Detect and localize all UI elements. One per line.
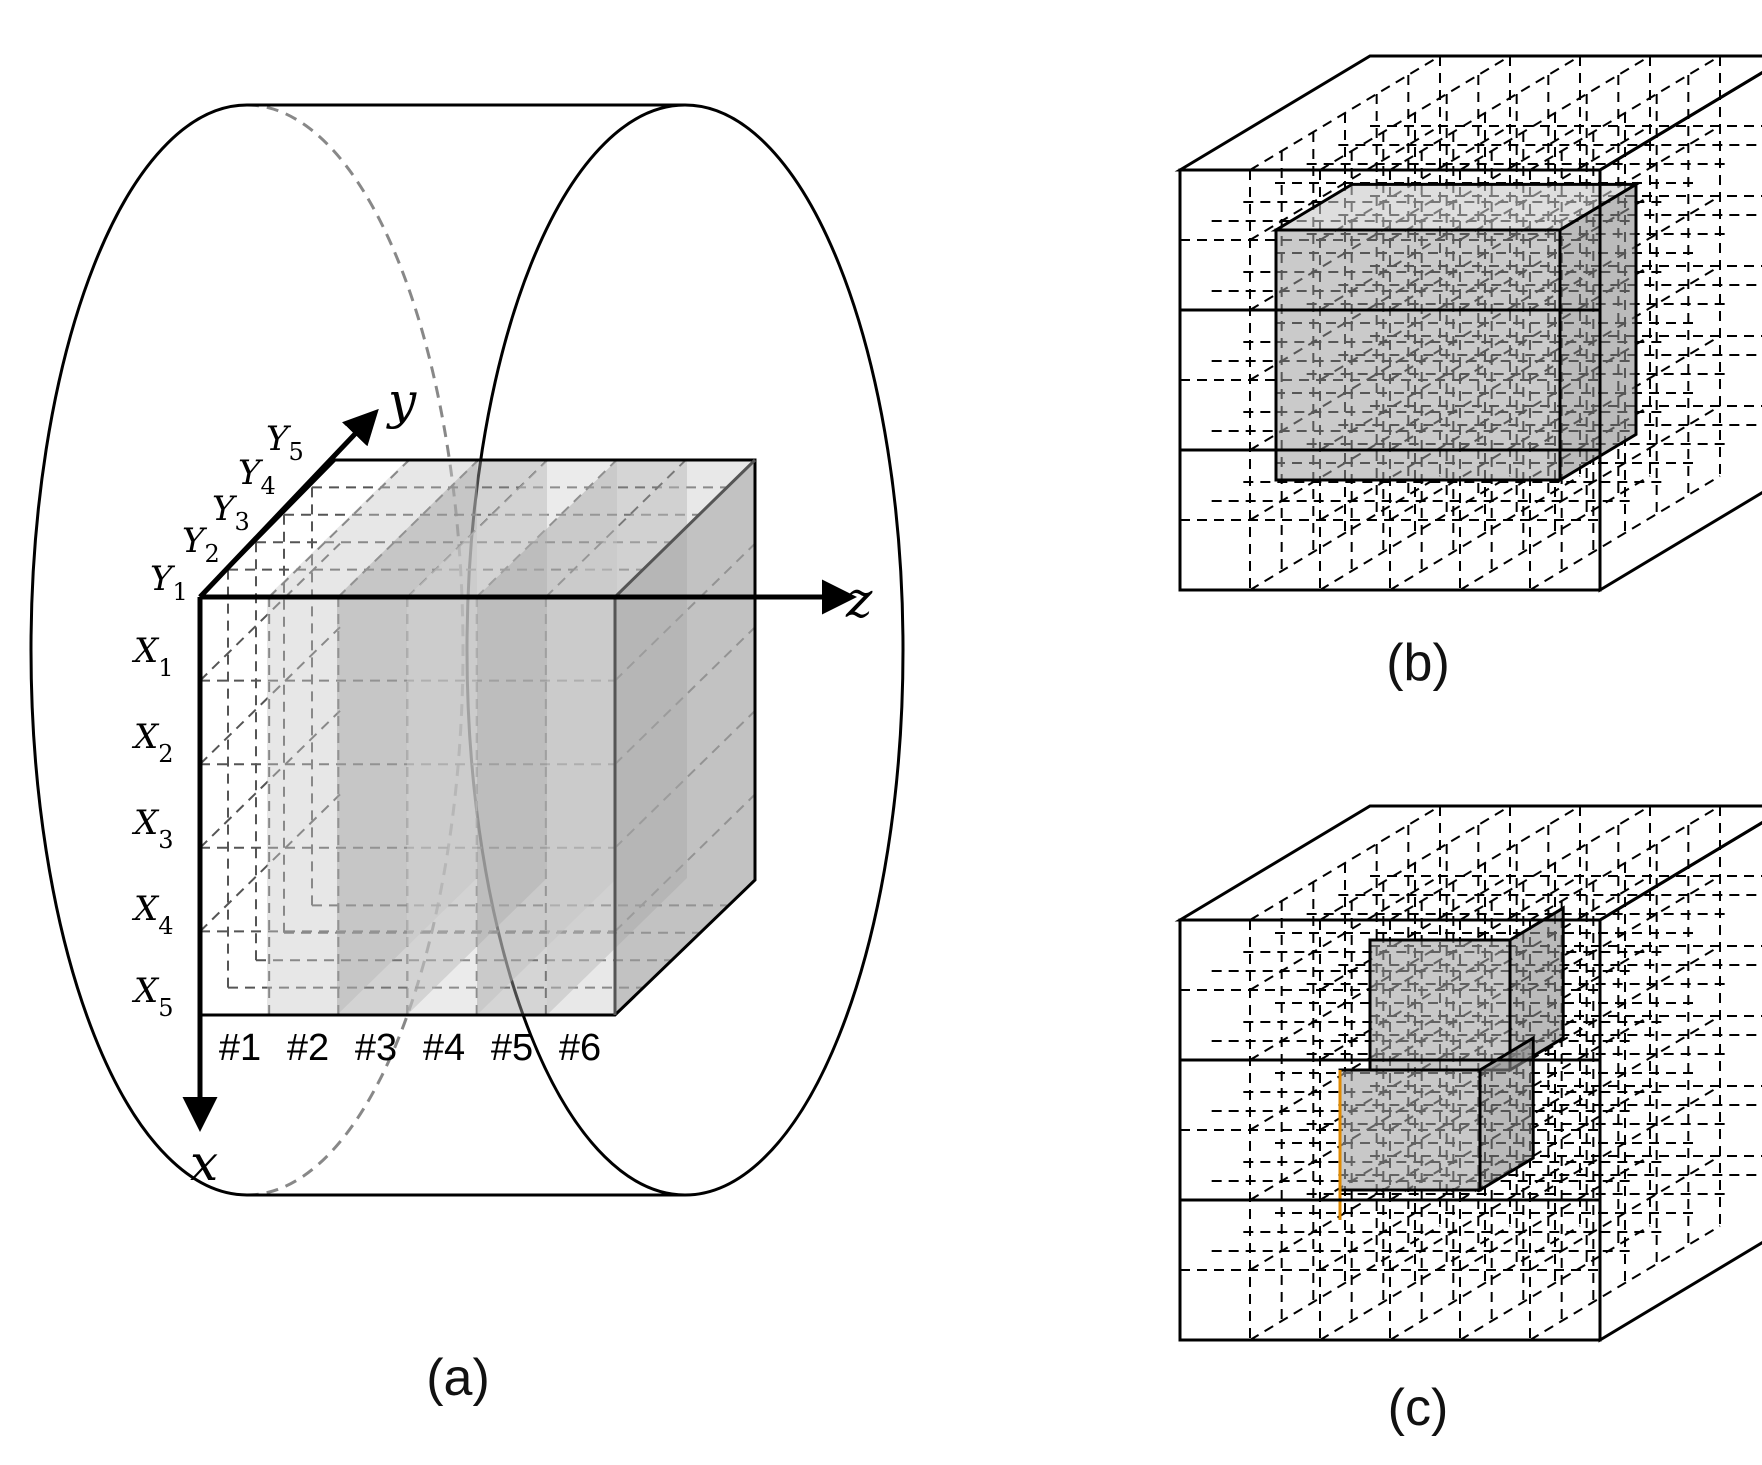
- grid-line: [1389, 475, 1581, 591]
- grid-line: [1319, 805, 1511, 921]
- block-top-right-edge: [613, 458, 757, 599]
- inner-block-front: [1368, 938, 1512, 1072]
- slab-labels: #1 #2 #3 #4 #5 #6: [219, 1027, 601, 1069]
- slab-group: [267, 460, 755, 1015]
- grid-line: [1529, 1155, 1721, 1271]
- grid-line: [1389, 805, 1581, 921]
- panel-b: (b): [1174, 54, 1762, 692]
- grid-line: [1529, 945, 1721, 1061]
- x-level-label: X2: [131, 717, 174, 768]
- inner-block-front: [1274, 228, 1562, 482]
- grid-line: [1249, 475, 1441, 591]
- slab-label: #4: [423, 1027, 465, 1069]
- cylinder: [29, 103, 905, 1197]
- grid-line: [1319, 55, 1511, 171]
- grid-line: [1249, 1155, 1441, 1271]
- y-level-label: Y4: [238, 453, 276, 500]
- y-level-label: Y2: [182, 521, 220, 568]
- grid-line: [1459, 805, 1651, 921]
- slab-label: #3: [355, 1027, 397, 1069]
- inner-block-right: [1478, 1035, 1535, 1193]
- caption-a: (a): [426, 1349, 490, 1407]
- grid-line: [1459, 1225, 1651, 1341]
- grid-line: [1249, 125, 1441, 241]
- cube-top-face: [1174, 54, 1762, 172]
- grid-line: [1319, 475, 1511, 591]
- grid-line: [1529, 55, 1721, 171]
- grid-line: [1319, 875, 1511, 991]
- grid-line: [1529, 475, 1721, 591]
- slab-label: #5: [491, 1027, 533, 1069]
- grid-line: [1459, 1155, 1651, 1271]
- grid-line: [1389, 1225, 1581, 1341]
- inner-block-right: [1558, 181, 1638, 483]
- caption-b: (b): [1386, 634, 1450, 692]
- slab-label: #6: [559, 1027, 601, 1069]
- slab-label: #2: [287, 1027, 329, 1069]
- x-level-label: X5: [131, 971, 174, 1022]
- grid-line: [1249, 55, 1441, 171]
- cylinder-back-left-arc: [29, 103, 248, 1197]
- grid-line: [1459, 55, 1651, 171]
- cube-c: [1174, 804, 1762, 1343]
- grid-line: [1249, 875, 1441, 991]
- caption-c: (c): [1388, 1379, 1449, 1437]
- x-level-label: X4: [131, 889, 174, 940]
- x-level-label: X1: [131, 631, 174, 682]
- y-axis-arrow: [198, 408, 379, 599]
- grid-line: [1319, 1225, 1511, 1341]
- grid-line: [1529, 405, 1721, 521]
- y-level-label: Y3: [212, 489, 250, 536]
- x-axis-label: x: [190, 1134, 218, 1192]
- cylinder-back-right-arc-hidden: [246, 103, 465, 1197]
- grid-line: [1389, 55, 1581, 171]
- panel-c: (c): [1174, 804, 1762, 1437]
- grid-line: [1529, 805, 1721, 921]
- y-level-label: Y1: [150, 559, 188, 606]
- grid-line: [1319, 1155, 1511, 1271]
- cube-top-face: [1174, 804, 1762, 922]
- grid-line: [1529, 1015, 1721, 1131]
- y-level-label: Y5: [266, 419, 304, 466]
- inner-block-front: [1338, 1068, 1482, 1192]
- cube-b: [1174, 54, 1762, 593]
- grid-line: [1529, 1085, 1721, 1201]
- grid-line: [1459, 475, 1651, 591]
- slab-label: #1: [219, 1027, 261, 1069]
- grid-line: [1249, 945, 1441, 1061]
- grid-line: [1529, 1225, 1721, 1341]
- grid-line: [1249, 805, 1441, 921]
- grid-line: [1249, 1225, 1441, 1341]
- axes: [182, 408, 857, 1132]
- y-axis-label: y: [386, 372, 417, 430]
- grid-line: [1389, 1155, 1581, 1271]
- x-level-label: X3: [131, 803, 174, 854]
- block-grid: [199, 459, 756, 1015]
- z-axis-label: z: [845, 571, 873, 629]
